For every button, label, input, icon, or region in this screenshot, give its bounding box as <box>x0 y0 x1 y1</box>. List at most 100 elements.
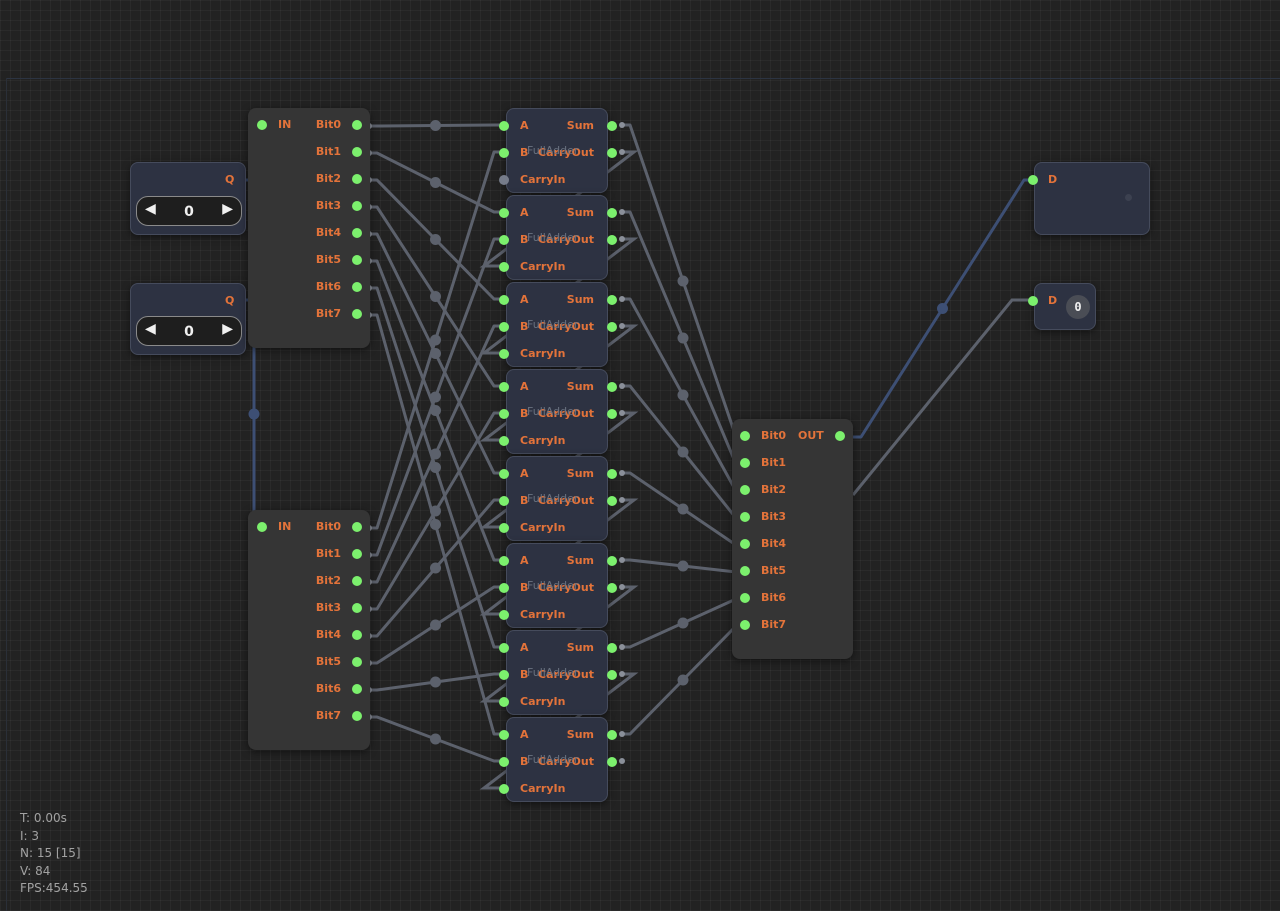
wire-midpoint-handle[interactable] <box>430 619 441 631</box>
wire-midpoint-handle[interactable] <box>677 560 689 572</box>
joiner-input-port[interactable] <box>740 485 750 495</box>
adder-input-port-a[interactable] <box>499 295 509 305</box>
joiner-input-port[interactable] <box>740 620 750 630</box>
joiner-input-port[interactable] <box>740 539 750 549</box>
wire-midpoint-handle[interactable] <box>430 291 441 302</box>
adder-output-port-sum[interactable] <box>607 382 617 392</box>
wire-midpoint-handle[interactable] <box>430 519 441 530</box>
splitter-output-port[interactable] <box>352 657 362 667</box>
adder-input-port-carry-in[interactable] <box>499 262 509 272</box>
adder-output-port-sum[interactable] <box>607 208 617 218</box>
adder-input-port-b[interactable] <box>499 496 509 506</box>
joiner-input-port[interactable] <box>740 512 750 522</box>
adder-output-port-sum[interactable] <box>607 730 617 740</box>
wire-midpoint-handle[interactable] <box>430 562 441 574</box>
adder-output-port-sum[interactable] <box>607 121 617 131</box>
splitter-output-port[interactable] <box>352 630 362 640</box>
wire-midpoint-handle[interactable] <box>677 332 689 344</box>
increment-arrow-icon[interactable]: ▶ <box>222 201 233 217</box>
splitter-output-port[interactable] <box>352 255 362 265</box>
adder-output-port-carry-out[interactable] <box>607 148 617 158</box>
adder-input-port-a[interactable] <box>499 556 509 566</box>
input-node-1[interactable]: Q ◀ 0 ▶ <box>130 162 246 235</box>
wire-midpoint-handle[interactable] <box>430 120 441 131</box>
splitter-output-port[interactable] <box>352 549 362 559</box>
adder-input-port-a[interactable] <box>499 730 509 740</box>
adder-output-port-sum[interactable] <box>607 556 617 566</box>
wire-midpoint-handle[interactable] <box>430 334 441 346</box>
joiner-input-port[interactable] <box>740 566 750 576</box>
increment-arrow-icon[interactable]: ▶ <box>222 321 233 337</box>
adder-input-port-carry-in[interactable] <box>499 349 509 359</box>
display-node-2[interactable]: D 0 <box>1028 283 1096 330</box>
joiner-input-port[interactable] <box>740 593 750 603</box>
adder-input-port-b[interactable] <box>499 322 509 332</box>
adder-input-port-a[interactable] <box>499 208 509 218</box>
adder-output-port-sum[interactable] <box>607 295 617 305</box>
adder-output-port-carry-out[interactable] <box>607 322 617 332</box>
wire-midpoint-handle[interactable] <box>248 408 260 420</box>
adder-output-port-carry-out[interactable] <box>607 496 617 506</box>
adder-output-port-carry-out[interactable] <box>607 757 617 767</box>
decrement-arrow-icon[interactable]: ◀ <box>145 201 156 217</box>
wire-midpoint-handle[interactable] <box>430 177 441 188</box>
splitter-output-port[interactable] <box>352 174 362 184</box>
splitter-output-port[interactable] <box>352 522 362 532</box>
adder-output-port-sum[interactable] <box>607 643 617 653</box>
adder-input-port-carry-in[interactable] <box>499 610 509 620</box>
splitter-output-port[interactable] <box>352 684 362 694</box>
wire-midpoint-handle[interactable] <box>677 389 689 401</box>
adder-input-port-a[interactable] <box>499 382 509 392</box>
adder-input-port-b[interactable] <box>499 235 509 245</box>
wire-midpoint-handle[interactable] <box>430 676 441 688</box>
adder-input-port-carry-in[interactable] <box>499 523 509 533</box>
adder-output-port-carry-out[interactable] <box>607 235 617 245</box>
wire-midpoint-handle[interactable] <box>430 405 441 416</box>
splitter-output-port[interactable] <box>352 282 362 292</box>
number-stepper[interactable]: ◀ 0 ▶ <box>136 196 242 226</box>
display-node-1[interactable]: D <box>1028 162 1150 235</box>
adder-output-port-sum[interactable] <box>607 469 617 479</box>
adder-output-port-carry-out[interactable] <box>607 583 617 593</box>
wire-joiner-to-display2[interactable] <box>851 298 1032 496</box>
splitter-output-port[interactable] <box>352 576 362 586</box>
decrement-arrow-icon[interactable]: ◀ <box>145 321 156 337</box>
number-stepper[interactable]: ◀ 0 ▶ <box>136 316 242 346</box>
splitter-output-port[interactable] <box>352 309 362 319</box>
adder-input-port-a[interactable] <box>499 121 509 131</box>
wire-midpoint-handle[interactable] <box>430 348 441 359</box>
adder-input-port-carry-in[interactable] <box>499 784 509 794</box>
splitter-input-port[interactable] <box>257 522 267 532</box>
splitter-output-port[interactable] <box>352 147 362 157</box>
wire-midpoint-handle[interactable] <box>430 462 441 473</box>
adder-input-port-b[interactable] <box>499 670 509 680</box>
adder-input-port-carry-in[interactable] <box>499 175 509 185</box>
adder-input-port-b[interactable] <box>499 583 509 593</box>
splitter-output-port[interactable] <box>352 120 362 130</box>
wire-midpoint-handle[interactable] <box>430 733 441 745</box>
adder-input-port-carry-in[interactable] <box>499 436 509 446</box>
adder-input-port-b[interactable] <box>499 148 509 158</box>
splitter-output-port[interactable] <box>352 228 362 238</box>
adder-output-port-carry-out[interactable] <box>607 409 617 419</box>
adder-input-port-carry-in[interactable] <box>499 697 509 707</box>
wire-midpoint-handle[interactable] <box>677 446 689 458</box>
joiner-input-port[interactable] <box>740 431 750 441</box>
splitter-output-port[interactable] <box>352 201 362 211</box>
display-input-port[interactable] <box>1028 175 1038 185</box>
wire-midpoint-handle[interactable] <box>677 275 689 287</box>
wire-midpoint-handle[interactable] <box>677 617 689 629</box>
display-input-port[interactable] <box>1028 296 1038 306</box>
wire-midpoint-handle[interactable] <box>430 234 441 245</box>
joiner-output-port[interactable] <box>835 431 845 441</box>
splitter-output-port[interactable] <box>352 711 362 721</box>
